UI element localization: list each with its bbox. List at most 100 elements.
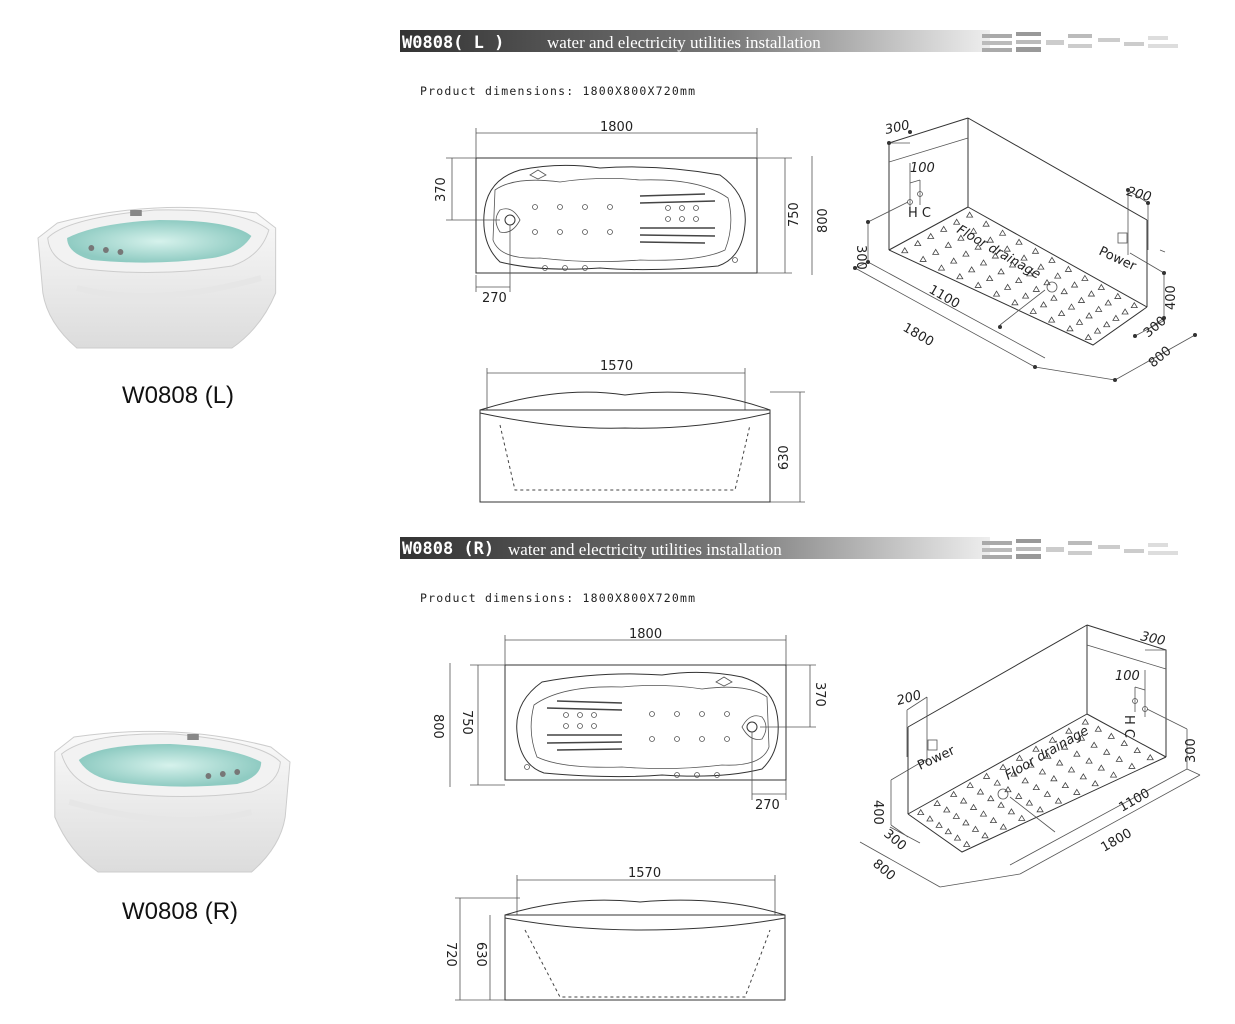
floor-drain-mark bbox=[1044, 752, 1052, 759]
floor-drain-mark bbox=[1085, 312, 1093, 319]
section-header-l: W0808( L ) water and electricity utiliti… bbox=[400, 30, 1178, 53]
floor-drain-mark bbox=[1094, 725, 1103, 732]
floor-drain-mark bbox=[962, 840, 971, 847]
floor-drain-mark bbox=[987, 794, 995, 802]
dim-total-height: 720 bbox=[443, 942, 458, 967]
floor-drain-mark bbox=[1073, 750, 1081, 757]
dim-length: 1800 bbox=[629, 627, 662, 642]
floor-drain-mark bbox=[997, 268, 1005, 275]
floor-drain-mark bbox=[1010, 770, 1018, 777]
floor-drain-mark bbox=[1025, 799, 1034, 806]
dim-inner-width: 750 bbox=[787, 202, 802, 227]
floor-drain-mark bbox=[1004, 785, 1012, 793]
floor-drain-mark bbox=[1003, 245, 1011, 252]
dim-bottom: 270 bbox=[482, 291, 507, 306]
floor-drain-mark bbox=[966, 781, 974, 788]
floor-drain-mark bbox=[1011, 299, 1019, 306]
floor-drain-mark bbox=[1050, 775, 1058, 782]
dim-side-length: 1570 bbox=[600, 359, 633, 374]
floor-drain-mark bbox=[1077, 734, 1086, 741]
dim-length: 1800 bbox=[600, 120, 633, 135]
floor-drain-mark bbox=[1032, 783, 1040, 791]
dim-inner-width: 750 bbox=[459, 710, 474, 735]
floor-drain-mark bbox=[971, 825, 980, 832]
dim-power-height: 400 bbox=[870, 800, 885, 825]
floor-drain-mark bbox=[944, 241, 953, 248]
floor-drain-mark bbox=[1079, 773, 1088, 780]
dim-outer-width: 800 bbox=[816, 208, 831, 233]
floor-drain-mark bbox=[1128, 762, 1136, 769]
floor-drain-mark bbox=[1036, 806, 1044, 813]
floor-drain-mark bbox=[1037, 263, 1045, 270]
dim-pipe-gap: 100 bbox=[1115, 669, 1140, 684]
floor-drain-mark bbox=[1094, 305, 1103, 312]
floor-drain-mark bbox=[1075, 318, 1084, 325]
floor-drain-mark bbox=[1032, 745, 1040, 752]
floor-drain-mark bbox=[1109, 771, 1118, 778]
floor-drain-mark bbox=[917, 808, 925, 816]
floor-drain-mark bbox=[1007, 808, 1016, 815]
floor-drain-mark bbox=[919, 255, 927, 262]
floor-drain-mark bbox=[1085, 757, 1093, 764]
floor-drain-mark bbox=[937, 264, 946, 271]
floor-drain-mark bbox=[989, 816, 998, 824]
floor-drain-mark bbox=[1043, 278, 1051, 286]
iso-view-r: 300 100 H C 200 Power Floor drainage 300… bbox=[859, 624, 1201, 888]
floor-drain-mark bbox=[1043, 790, 1052, 797]
dim-outer-width: 800 bbox=[430, 714, 445, 739]
floor-drain-mark bbox=[1066, 325, 1074, 332]
floor-drain-mark bbox=[1015, 238, 1023, 245]
floor-drain-mark bbox=[949, 257, 958, 264]
floor-drain-mark bbox=[969, 227, 978, 234]
floor-drain-mark bbox=[1047, 316, 1056, 323]
floor-drain-mark bbox=[1121, 308, 1129, 315]
dim-1800: 1800 bbox=[900, 320, 936, 350]
floor-drain-mark bbox=[1014, 792, 1023, 799]
floor-drain-mark bbox=[1054, 272, 1062, 279]
product-dimensions: Product dimensions: 1800X800X720mm bbox=[420, 84, 696, 98]
dim-pipe-height: 300 bbox=[853, 245, 868, 270]
floor-drain-mark bbox=[1070, 281, 1079, 288]
dim-side-height: 630 bbox=[473, 942, 488, 967]
floor-drain-mark bbox=[1102, 748, 1111, 755]
floor-drain-mark bbox=[1102, 320, 1111, 328]
floor-drain-mark bbox=[953, 834, 962, 841]
dim-pipe-offset: 300 bbox=[884, 118, 911, 138]
dim-bottom: 270 bbox=[755, 798, 780, 813]
dim-power-offset: 200 bbox=[1125, 184, 1153, 205]
floor-drain-mark bbox=[965, 211, 974, 218]
floor-drain-mark bbox=[1050, 294, 1058, 301]
dim-300: 300 bbox=[880, 827, 909, 854]
floor-drain-mark bbox=[1084, 333, 1093, 340]
floor-drain-mark bbox=[1060, 287, 1068, 295]
floor-drain-mark bbox=[1091, 779, 1099, 787]
floor-drain-mark bbox=[1077, 296, 1086, 303]
floor-drain-mark bbox=[1008, 261, 1017, 268]
dim-side-height: 630 bbox=[777, 445, 792, 470]
floor-drain-mark bbox=[1087, 290, 1096, 297]
floor-drain-mark bbox=[974, 281, 982, 288]
floor-drain-mark bbox=[982, 220, 990, 227]
floor-drain-mark bbox=[1073, 788, 1081, 795]
floor-drain-mark bbox=[1115, 755, 1123, 762]
floor-drain-mark bbox=[1054, 797, 1063, 804]
floor-drain-mark bbox=[1057, 309, 1066, 317]
dim-pipe-offset: 300 bbox=[1139, 629, 1166, 649]
floor-drain-mark bbox=[1067, 766, 1076, 773]
product-label-l: W0808 (L) bbox=[122, 382, 235, 409]
floor-drain-mark bbox=[1064, 265, 1073, 272]
floor-drain-mark bbox=[993, 779, 1001, 786]
floor-drain-mark bbox=[939, 225, 948, 232]
floor-drain-mark bbox=[1133, 746, 1141, 754]
top-view-l: 1800 370 750 800 270 bbox=[434, 120, 831, 306]
floor-drain-mark bbox=[998, 229, 1007, 236]
header-model: W0808( L ) bbox=[402, 33, 504, 53]
dim-power-height: 400 bbox=[1164, 285, 1179, 310]
floor-drain-mark bbox=[1038, 768, 1047, 775]
power-label: Power bbox=[1096, 244, 1139, 274]
floor-drain-mark bbox=[1021, 777, 1029, 784]
floor-drain-mark bbox=[974, 243, 982, 250]
dim-1800: 1800 bbox=[1099, 826, 1135, 856]
floor-drain-mark bbox=[1055, 759, 1064, 766]
floor-drain-mark bbox=[1060, 743, 1069, 750]
